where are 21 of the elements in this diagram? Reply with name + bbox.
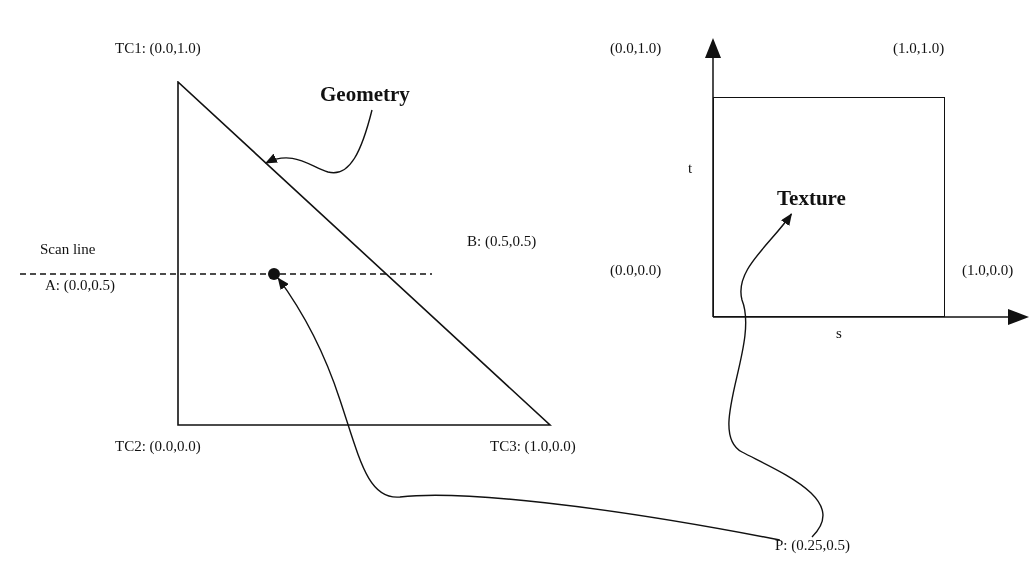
vertex-label: TC1: (0.0,1.0) bbox=[115, 40, 201, 57]
vertex-label: TC3: (1.0,0.0) bbox=[490, 438, 576, 455]
texture-label: Texture bbox=[777, 186, 867, 214]
point-dot bbox=[268, 268, 280, 280]
leader-line bbox=[728, 213, 824, 538]
coordinate-label: (1.0,1.0) bbox=[893, 40, 945, 57]
coordinate-label: (1.0,0.0) bbox=[962, 262, 1014, 279]
texture-square bbox=[713, 97, 945, 317]
point-label: P: (0.25,0.5) bbox=[775, 537, 870, 557]
leader-line bbox=[265, 109, 373, 174]
vertex-label: B: (0.5,0.5) bbox=[467, 233, 537, 250]
axis-label: t bbox=[688, 160, 693, 177]
scan-line-label: Scan line bbox=[40, 241, 96, 258]
coordinate-label: (0.0,0.0) bbox=[610, 262, 662, 279]
triangle-shape bbox=[177, 81, 552, 427]
leader-line bbox=[277, 277, 781, 541]
axis-label: s bbox=[836, 325, 842, 342]
coordinate-label: (0.0,1.0) bbox=[610, 40, 662, 57]
vertex-label: TC2: (0.0,0.0) bbox=[115, 438, 201, 455]
geometry-label: Geometry bbox=[320, 82, 420, 110]
vertex-label: A: (0.0,0.5) bbox=[45, 277, 115, 294]
